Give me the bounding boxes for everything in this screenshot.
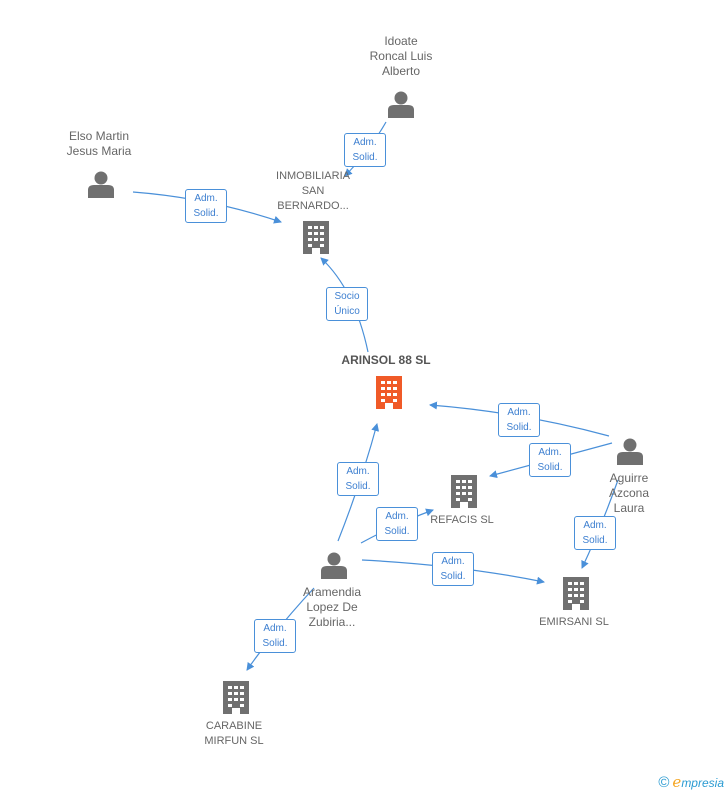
person-icon-aguirre[interactable] [617, 438, 643, 466]
edge-label-aramendia-carabine: Adm. Solid. [254, 619, 296, 653]
building-icon-arinsol[interactable] [376, 376, 402, 409]
node-label-aguirre[interactable]: Aguirre Azcona Laura [608, 471, 650, 515]
node-label-idoate[interactable]: Idoate Roncal Luis Alberto [369, 34, 433, 78]
building-icon-inmobiliaria[interactable] [303, 221, 329, 254]
building-windows [228, 226, 584, 707]
edge-label-elso-inmobiliaria: Adm. Solid. [185, 189, 227, 223]
empresia-logo[interactable]: ©empresia [658, 773, 724, 791]
edge-label-aguirre-refacis: Adm. Solid. [529, 443, 571, 477]
person-icon-aramendia[interactable] [321, 552, 347, 580]
node-label-inmobiliaria[interactable]: INMOBILIARIA SAN BERNARDO... [276, 170, 350, 212]
person-icon-elso[interactable] [88, 171, 114, 199]
edge-label-aramendia-emirsani: Adm. Solid. [432, 552, 474, 586]
node-label-carabine[interactable]: CARABINE MIRFUN SL [204, 720, 264, 747]
edge-label-aguirre-arinsol: Adm. Solid. [498, 403, 540, 437]
node-label-refacis[interactable]: REFACIS SL [430, 514, 494, 526]
copyright-symbol: © [658, 774, 670, 791]
building-icon-emirsani[interactable] [563, 577, 589, 610]
edge-label-aramendia-refacis: Adm. Solid. [376, 507, 418, 541]
brand-e: e [672, 773, 682, 791]
building-icon-refacis[interactable] [451, 475, 477, 508]
building-icon-carabine[interactable] [223, 681, 249, 714]
node-label-aramendia[interactable]: Aramendia Lopez De Zubiria... [302, 585, 362, 629]
node-label-emirsani[interactable]: EMIRSANI SL [539, 616, 609, 628]
edge-label-idoate-inmobiliaria: Adm. Solid. [344, 133, 386, 167]
node-label-elso[interactable]: Elso Martin Jesus Maria [66, 129, 132, 158]
edge-label-arinsol-inmobiliaria: Socio Único [326, 287, 368, 321]
node-label-arinsol[interactable]: ARINSOL 88 SL [341, 353, 431, 367]
person-icon-idoate[interactable] [388, 91, 414, 119]
brand-name: mpresia [681, 776, 724, 790]
edge-label-aguirre-emirsani: Adm. Solid. [574, 516, 616, 550]
edge-label-aramendia-arinsol: Adm. Solid. [337, 462, 379, 496]
